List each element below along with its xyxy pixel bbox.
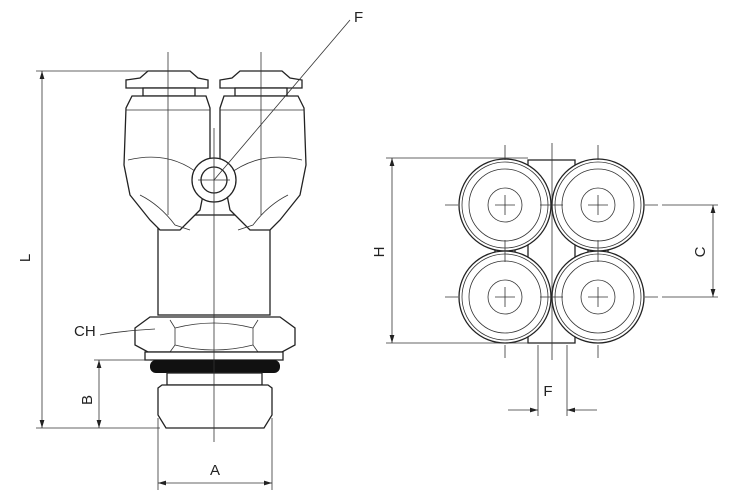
o-ring xyxy=(150,360,280,373)
side-view xyxy=(123,52,307,442)
label-H: H xyxy=(371,247,388,258)
label-CH: CH xyxy=(74,323,96,340)
label-F-bottom: F xyxy=(543,383,552,400)
left-body xyxy=(123,95,211,231)
label-L: L xyxy=(17,254,34,262)
dimension-C: C xyxy=(662,204,718,298)
label-A: A xyxy=(210,462,220,479)
dimension-B: B xyxy=(79,359,150,428)
callout-CH: CH xyxy=(74,323,156,340)
dimension-H: H xyxy=(371,157,528,344)
dimension-A: A xyxy=(157,418,273,490)
hex-nut xyxy=(134,316,296,353)
port-top-left xyxy=(458,158,552,252)
port-bottom-left xyxy=(458,250,552,344)
right-body xyxy=(219,95,307,231)
port-bottom-right xyxy=(551,250,645,344)
port-top-right xyxy=(551,158,645,252)
label-B: B xyxy=(79,395,96,405)
front-view xyxy=(445,143,658,360)
thread xyxy=(157,384,273,429)
label-C: C xyxy=(692,246,709,257)
dimension-L: L xyxy=(17,70,160,429)
left-cap xyxy=(125,70,209,97)
callout-F-top: F xyxy=(213,9,363,181)
label-F-top: F xyxy=(354,9,363,26)
dimension-F-bottom: F xyxy=(508,345,597,416)
